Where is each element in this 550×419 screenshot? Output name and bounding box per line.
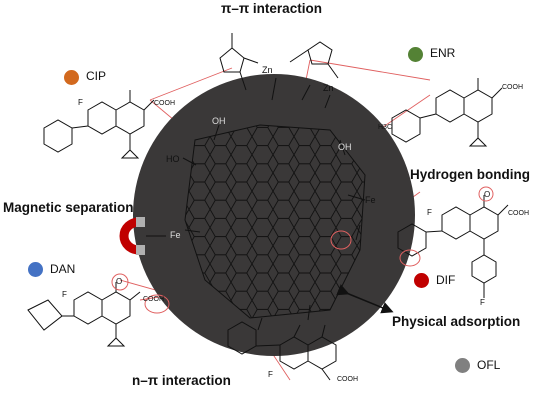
enr-label: ENR — [430, 46, 456, 60]
enr-h3c-label: H3C — [378, 124, 393, 131]
dan-fluorine-label: F — [62, 290, 67, 299]
pi-pi-interaction-label: π–π interaction — [221, 1, 322, 16]
dan-oxygen-label: O — [116, 277, 123, 286]
dif-fluorine-label-2: F — [480, 298, 485, 307]
oh-atom-label: OH — [212, 116, 226, 126]
dif-color-dot — [414, 273, 429, 288]
magnet-icon — [119, 217, 145, 255]
enr-color-dot — [408, 47, 423, 62]
zif-imidazole-units — [219, 33, 339, 109]
enr-cooh-label: COOH — [502, 84, 523, 91]
dif-oxygen-label: O — [484, 190, 491, 199]
cip-cooh-label: COOH — [154, 100, 175, 107]
magnetic-separation-label: Magnetic separation — [3, 200, 134, 215]
dan-cooh-label: COOH — [143, 296, 164, 303]
hydrogen-bonding-label: Hydrogen bonding — [410, 167, 530, 182]
graphene-sheet — [184, 124, 366, 319]
zn-atom-label-2: Zn — [323, 83, 334, 93]
highlight-ovals — [111, 186, 494, 314]
ofl-fluorine-label: F — [268, 370, 273, 379]
molecule-skeletons — [27, 78, 509, 381]
zn-atom-label: Zn — [262, 65, 273, 75]
dan-label: DAN — [50, 262, 76, 276]
dif-cooh-label: COOH — [508, 210, 529, 217]
ho-atom-label: HO — [166, 154, 180, 164]
cip-label: CIP — [86, 69, 107, 83]
physical-adsorption-label: Physical adsorption — [392, 314, 521, 329]
dif-fluorine-label: F — [427, 208, 432, 217]
fe-atom-label: Fe — [365, 195, 376, 205]
n-pi-interaction-label: n–π interaction — [132, 373, 231, 388]
dif-label: DIF — [436, 273, 456, 287]
ofl-cooh-label: COOH — [337, 376, 358, 383]
physical-adsorption-arrow — [336, 284, 394, 314]
cip-fluorine-label: F — [78, 98, 83, 107]
cip-color-dot — [64, 70, 79, 85]
fe-atom-label-2: Fe — [170, 230, 181, 240]
ofl-label: OFL — [477, 358, 501, 372]
ofl-color-dot — [455, 358, 470, 373]
dan-color-dot — [28, 262, 43, 277]
oh-atom-label-2: OH — [338, 142, 352, 152]
